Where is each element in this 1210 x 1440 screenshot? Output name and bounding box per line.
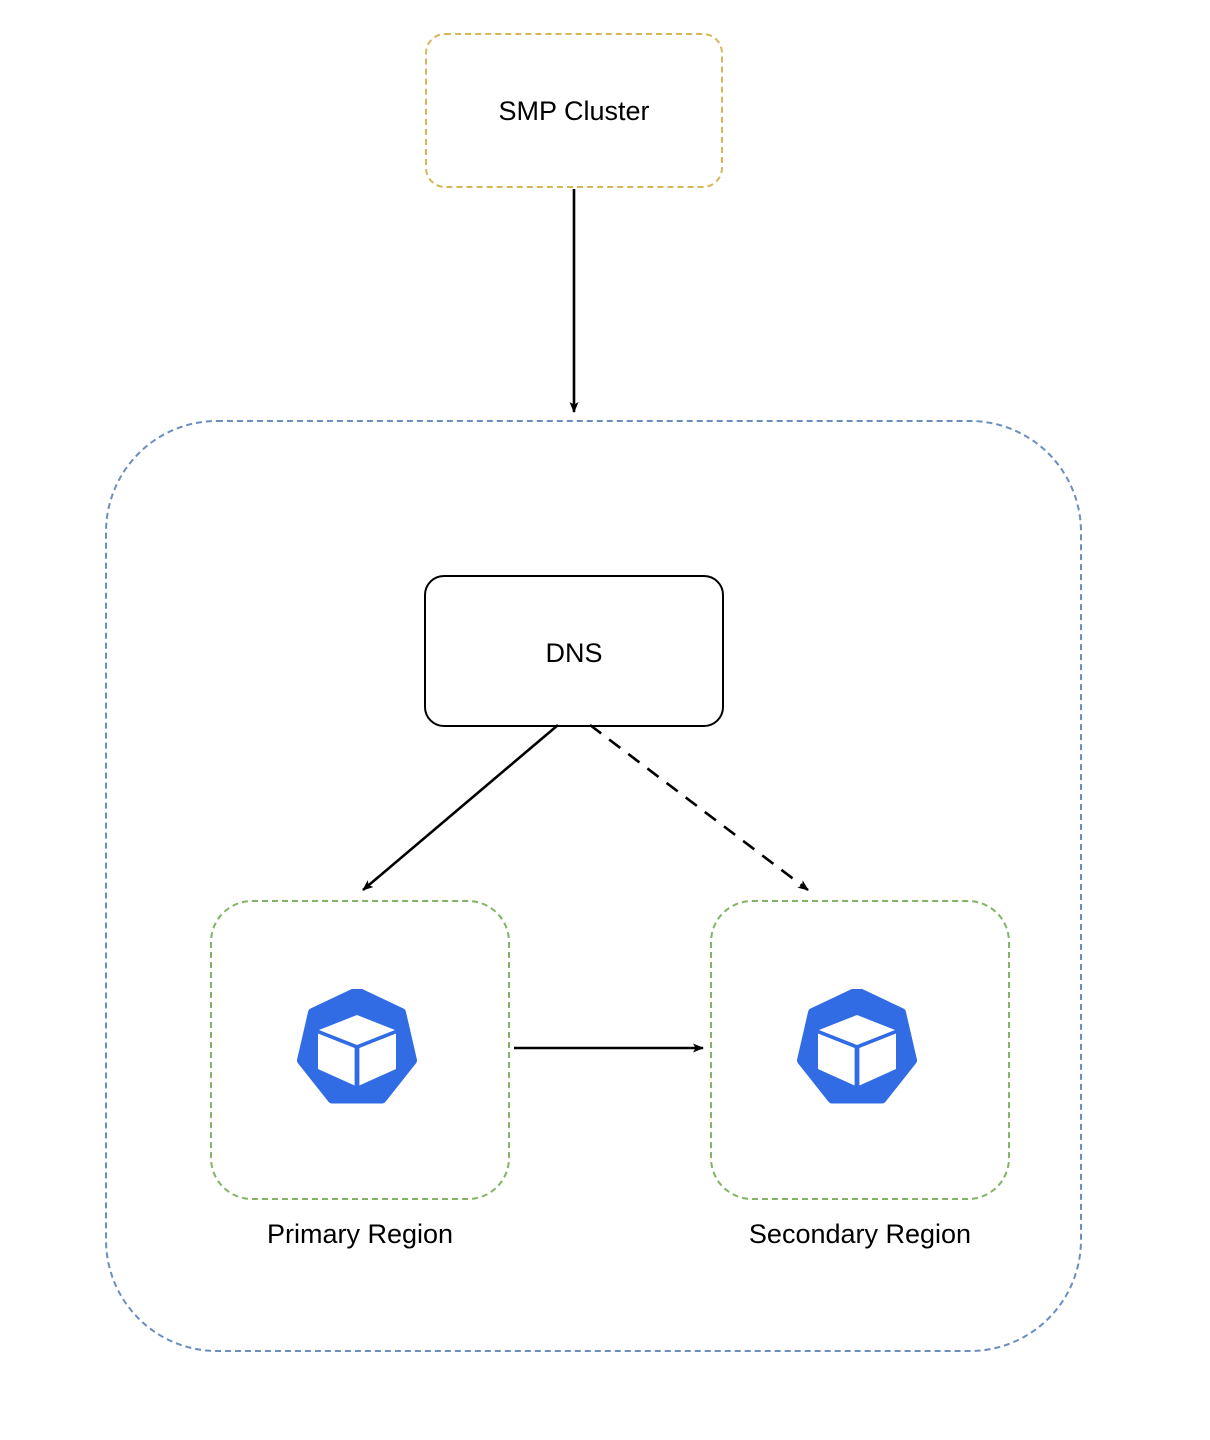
dns-label: DNS [545,638,603,668]
secondary-region-group[interactable] [710,900,1010,1200]
kubernetes-icon [797,989,917,1104]
smp-cluster-label: SMP Cluster [498,96,650,126]
dns-node[interactable] [424,575,724,727]
kubernetes-icon [297,989,417,1104]
smp-cluster-node[interactable] [425,33,723,188]
primary-region-label: Primary Region [266,1219,454,1249]
primary-region-group[interactable] [210,900,510,1200]
secondary-region-label: Secondary Region [748,1219,972,1249]
platform-boundary-group [105,420,1082,1352]
